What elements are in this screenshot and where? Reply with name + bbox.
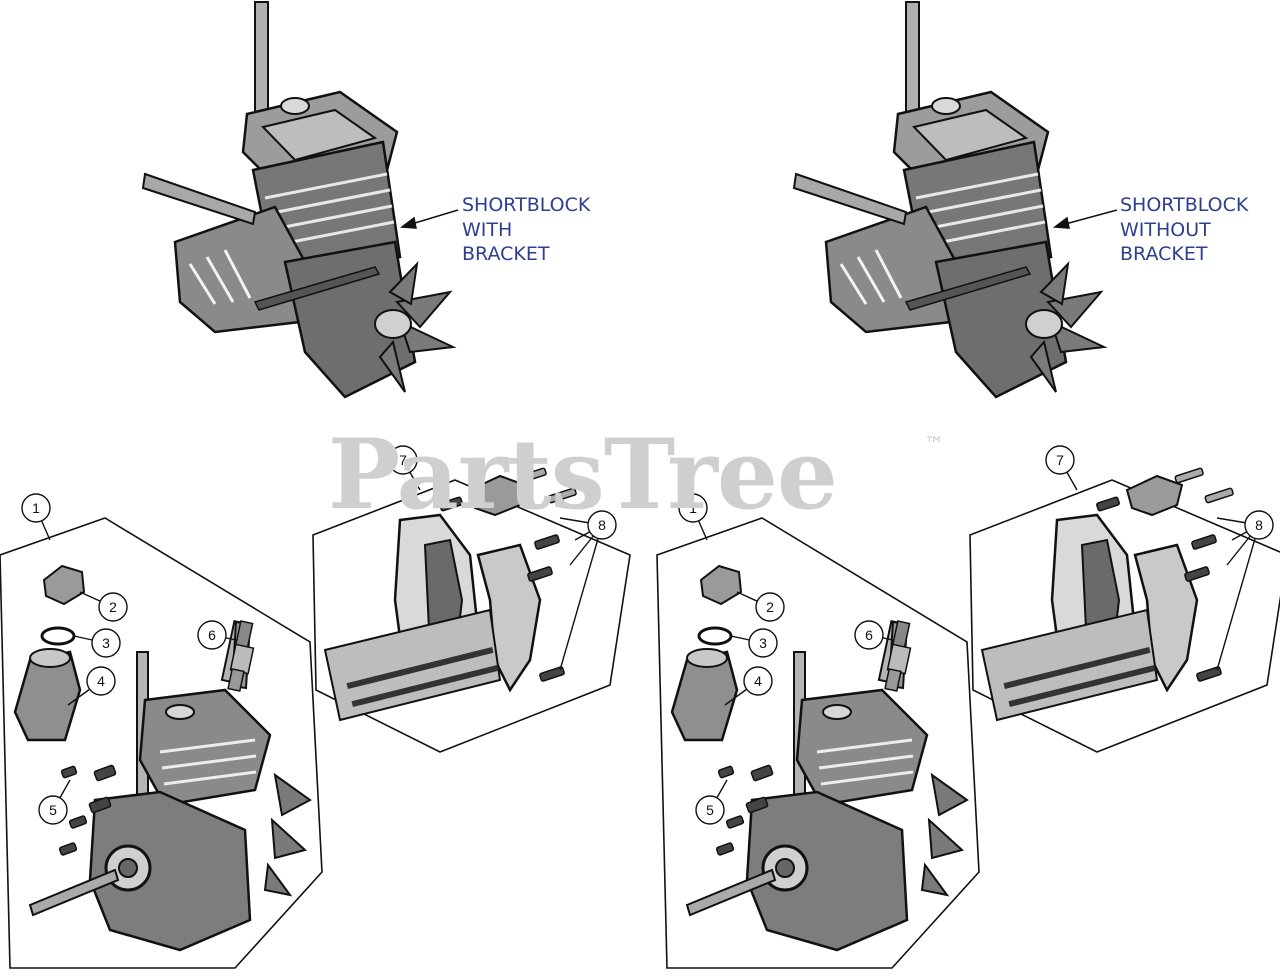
exploded-view-right	[655, 466, 1280, 970]
watermark-trademark: ™	[924, 432, 944, 456]
part-number-bubble	[197, 620, 227, 650]
part-number-label: 7	[399, 452, 407, 468]
callout-line: BRACKET	[1120, 243, 1208, 265]
part-leader-line	[559, 524, 603, 671]
callout-line: BRACKET	[462, 243, 550, 265]
callout-line: WITHOUT	[1120, 218, 1211, 241]
part-number-bubble	[21, 493, 51, 523]
part-number-label: 6	[865, 627, 873, 643]
part-number-label: 3	[759, 635, 767, 651]
part-number-label: 5	[706, 802, 714, 818]
callout-arrows	[399, 209, 1118, 229]
exploded-view-left	[0, 466, 632, 970]
part-number-label: 4	[97, 673, 105, 689]
part-number-bubble	[91, 628, 121, 658]
part-number-label: 6	[208, 627, 216, 643]
part-number-bubble	[388, 445, 418, 475]
part-number-bubble	[748, 628, 778, 658]
part-number-bubble	[38, 795, 68, 825]
part-leader-line	[1216, 524, 1260, 671]
part-number-label: 2	[766, 599, 774, 615]
part-number-bubble	[755, 592, 785, 622]
shortblock-without-bracket-illustration	[792, 0, 1106, 399]
part-number-bubble	[678, 493, 708, 523]
shortblock-with-bracket-illustration	[141, 0, 455, 399]
part-number-bubble	[695, 795, 725, 825]
part-number-bubble	[1244, 510, 1274, 540]
part-number-label: 1	[32, 500, 40, 516]
part-number-label: 8	[598, 517, 606, 533]
part-number-label: 3	[102, 635, 110, 651]
part-number-bubble	[743, 666, 773, 696]
callout-shortblock-with-bracket: SHORTBLOCK WITH BRACKET	[462, 193, 590, 267]
part-number-label: 5	[49, 802, 57, 818]
part-number-label: 2	[109, 599, 117, 615]
watermark-brand: PartsTree	[328, 418, 838, 531]
part-number-label: 4	[754, 673, 762, 689]
callout-line: SHORTBLOCK	[1120, 194, 1249, 216]
part-number-bubble	[587, 510, 617, 540]
part-number-label: 1	[689, 500, 697, 516]
part-number-label: 7	[1056, 452, 1064, 468]
part-number-bubble	[1045, 445, 1075, 475]
callout-line: WITH	[462, 218, 513, 241]
callout-line: SHORTBLOCK	[462, 194, 591, 216]
callout-shortblock-without-bracket: SHORTBLOCK WITHOUT BRACKET	[1120, 193, 1248, 267]
part-number-bubble	[854, 620, 884, 650]
part-number-label: 8	[1255, 517, 1263, 533]
part-number-bubble	[98, 592, 128, 622]
part-number-bubble	[86, 666, 116, 696]
